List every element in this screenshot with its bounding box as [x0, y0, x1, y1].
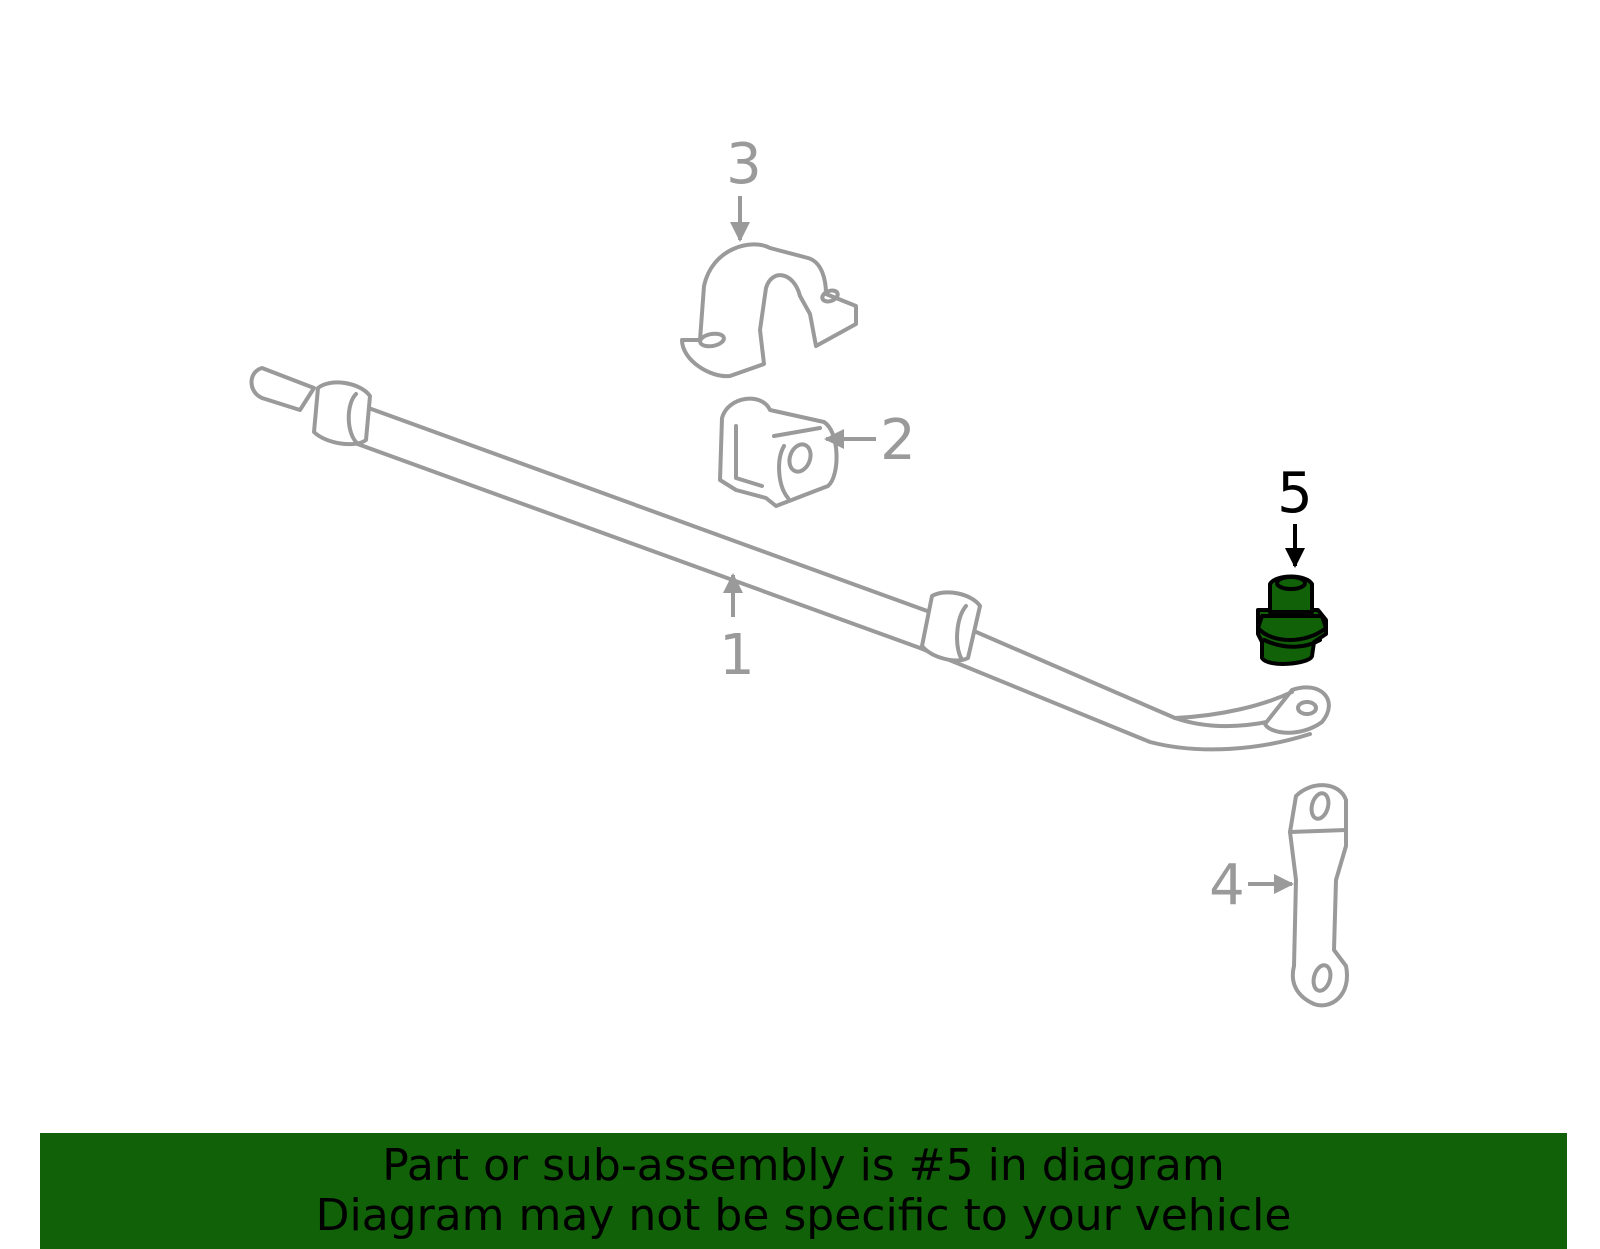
callout-4: 4 [1209, 853, 1245, 918]
callout-3: 3 [726, 132, 762, 197]
banner-line-1: Part or sub-assembly is #5 in diagram [382, 1140, 1225, 1191]
banner-line-2: Diagram may not be specific to your vehi… [315, 1190, 1292, 1241]
stabilizer-bar[interactable] [249, 366, 1331, 752]
bar-bushing-left [312, 380, 372, 447]
flange-nut[interactable] [1256, 574, 1328, 666]
insulator-bushing[interactable] [718, 396, 839, 508]
mounting-bracket[interactable] [680, 242, 858, 379]
stabilizer-link[interactable] [1288, 783, 1350, 1008]
info-banner: Part or sub-assembly is #5 in diagram Di… [40, 1133, 1567, 1249]
callout-2: 2 [880, 408, 916, 473]
callout-5: 5 [1277, 461, 1313, 526]
bar-bushing-right [920, 590, 982, 663]
callout-1: 1 [719, 623, 755, 688]
